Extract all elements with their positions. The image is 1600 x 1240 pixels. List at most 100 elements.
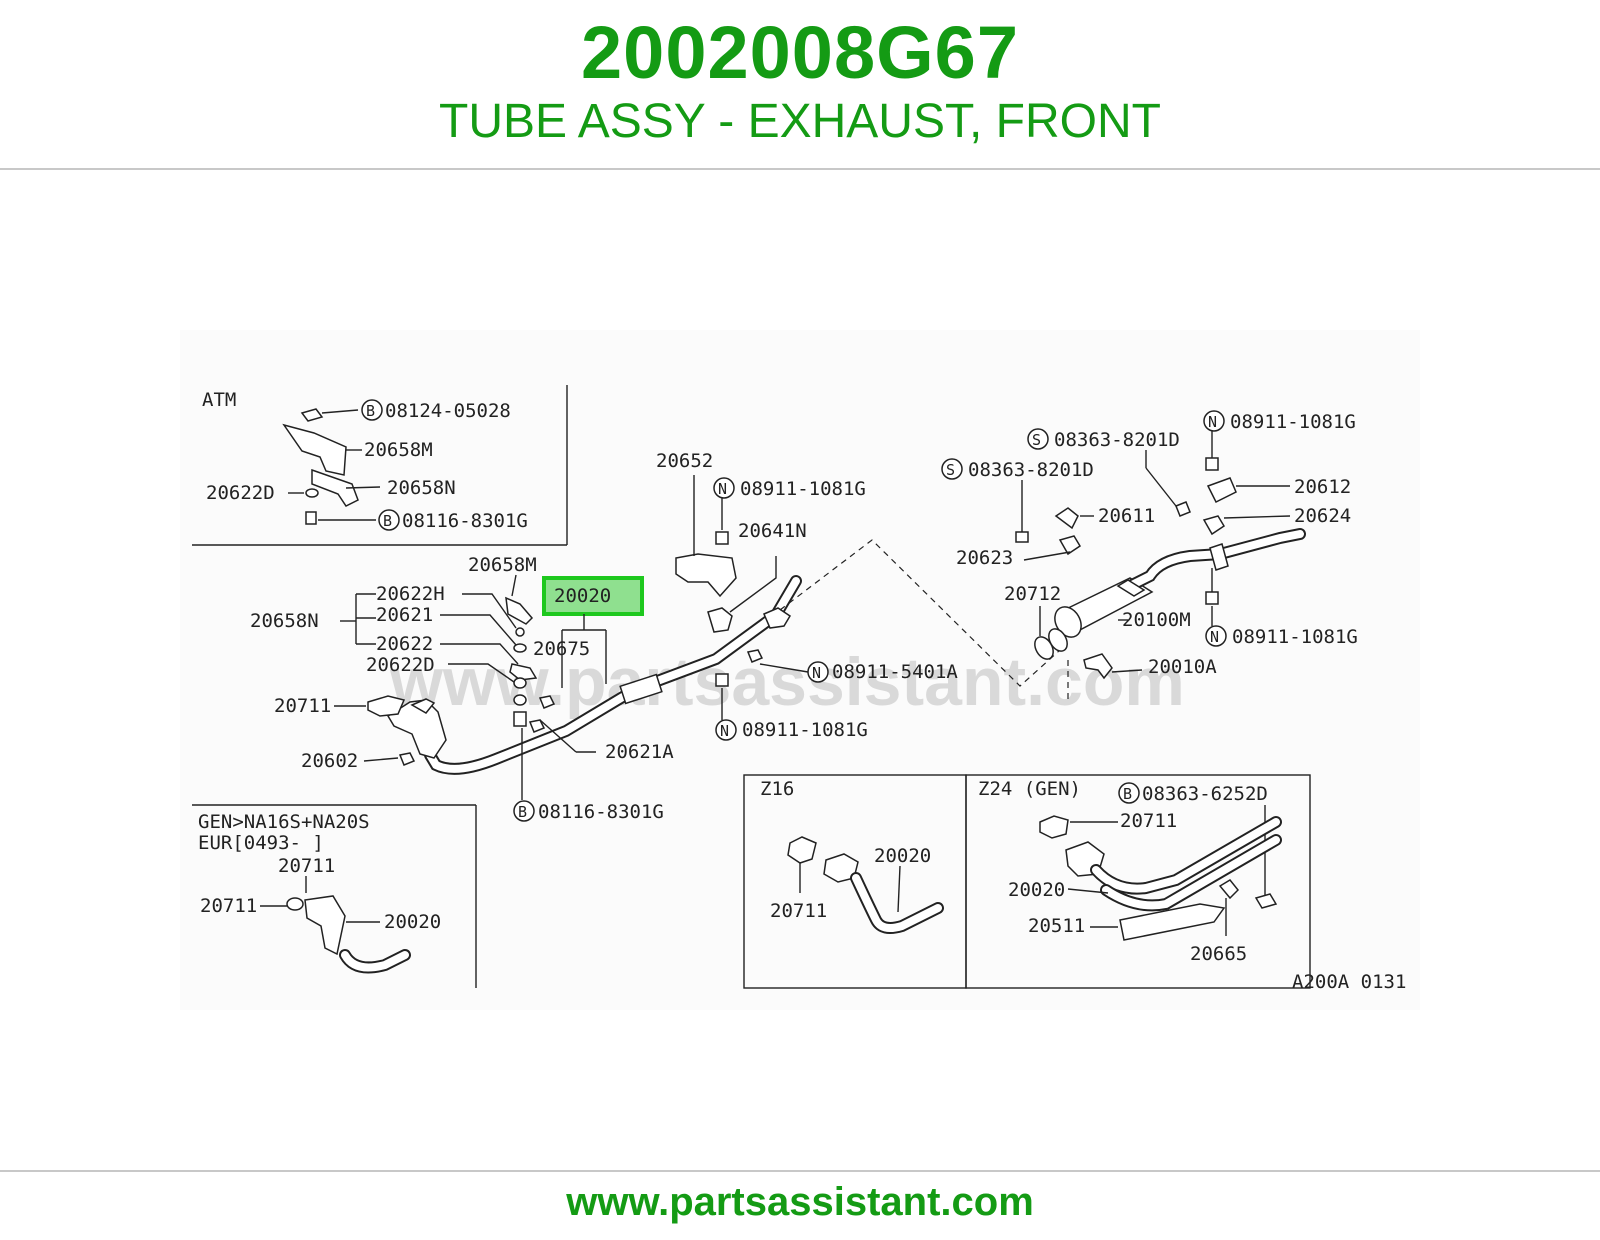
label-20652[interactable]: 20652 [656, 450, 713, 472]
bracket-20658n-shape [311, 468, 359, 507]
label-atm-20658m[interactable]: 20658M [364, 439, 433, 461]
label-atm-08124-05028[interactable]: 08124-05028 [385, 400, 511, 422]
label-z24-20511[interactable]: 20511 [1028, 915, 1085, 937]
diagram-watermark: www.partsassistant.com [389, 644, 1185, 720]
label-20658n[interactable]: 20658N [250, 610, 319, 632]
svg-text:N: N [718, 480, 727, 498]
label-20612[interactable]: 20612 [1294, 476, 1351, 498]
label-gen-20711-a[interactable]: 20711 [278, 855, 335, 877]
svg-text:S: S [1032, 431, 1041, 449]
label-z24-20020[interactable]: 20020 [1008, 879, 1065, 901]
label-atm-20658n[interactable]: 20658N [387, 477, 456, 499]
insulator-20641n-shape [707, 607, 733, 633]
header-divider [0, 168, 1600, 170]
bolt-symbol-icon [513, 800, 535, 822]
z16-title: Z16 [760, 778, 794, 800]
label-08911-1081g-d[interactable]: 08911-1081G [1232, 626, 1358, 648]
label-z16-20020[interactable]: 20020 [874, 845, 931, 867]
label-20623[interactable]: 20623 [956, 547, 1013, 569]
label-20611[interactable]: 20611 [1098, 505, 1155, 527]
label-20100m[interactable]: 20100M [1122, 609, 1191, 631]
gen-inset: GEN>NA16S+NA20S EUR[0493- ] 20711 20711 … [192, 804, 477, 988]
label-08911-1081g-c[interactable]: 08911-1081G [1230, 411, 1356, 433]
label-z24-08363-6252d[interactable]: 08363-6252D [1142, 783, 1268, 805]
z24-title: Z24 (GEN) [978, 778, 1081, 800]
nut-symbol-icon [1203, 410, 1225, 432]
label-08363-8201d-a[interactable]: 08363-8201D [1054, 429, 1180, 451]
gen-inset-title-line2: EUR[0493- ] [198, 832, 324, 854]
footer-divider [0, 1170, 1600, 1172]
svg-text:B: B [1123, 785, 1132, 803]
gasket-20711-shape [367, 695, 406, 717]
label-08363-8201d-b[interactable]: 08363-8201D [968, 459, 1094, 481]
svg-text:N: N [1208, 413, 1217, 431]
bracket-20658m-shape [282, 423, 347, 476]
nut-symbol-icon [807, 661, 829, 683]
label-20711[interactable]: 20711 [274, 695, 331, 717]
label-gen-20020[interactable]: 20020 [384, 911, 441, 933]
connection-dashed-line [779, 539, 1061, 687]
label-atm-20622d[interactable]: 20622D [206, 482, 275, 504]
z24-inset: Z24 (GEN) B 08363-6252D 20711 20020 2051… [965, 774, 1311, 989]
part-number: 2002008G67 [581, 11, 1019, 94]
label-z24-20665[interactable]: 20665 [1190, 943, 1247, 965]
gen-flange-shape [304, 895, 346, 956]
drawing-code: A200A 0131 [1292, 971, 1406, 993]
label-08911-1081g-b[interactable]: 08911-1081G [742, 719, 868, 741]
bolt-letter: B [366, 402, 375, 420]
label-20010a[interactable]: 20010A [1148, 656, 1217, 678]
highlighted-part-number[interactable]: 20020 [554, 585, 611, 607]
clamp-20010a-shape [1083, 653, 1113, 680]
nut-symbol-icon [715, 719, 737, 741]
bracket-20612-shape [1206, 477, 1237, 504]
atm-title: ATM [202, 389, 236, 411]
page-header: 2002008G67 TUBE ASSY - EXHAUST, FRONT [0, 0, 1600, 170]
z16-gasket-shape [787, 836, 817, 864]
label-gen-20711-b[interactable]: 20711 [200, 895, 257, 917]
rear-assembly: 20100M N 08911-1081G 20612 20624 N 08911… [941, 410, 1358, 680]
label-z16-20711[interactable]: 20711 [770, 900, 827, 922]
manifold-flange-shape [386, 699, 447, 759]
nut-symbol-icon [1205, 625, 1227, 647]
bolt-symbol-icon [1118, 782, 1140, 804]
label-20624[interactable]: 20624 [1294, 505, 1351, 527]
front-pipe-resonator-shape [619, 673, 663, 705]
z24-heat-shield-shape [1119, 903, 1226, 941]
bolt-symbol-icon [361, 399, 383, 421]
label-20658m[interactable]: 20658M [468, 554, 537, 576]
svg-text:N: N [1210, 628, 1219, 646]
atm-inset: ATM B 08124-05028 20658M 20658N 20622D B… [192, 385, 568, 546]
highlighted-part-box[interactable] [542, 576, 644, 616]
label-08911-5401a[interactable]: 08911-5401A [832, 661, 958, 683]
svg-text:N: N [720, 722, 729, 740]
nut-symbol-icon [713, 477, 735, 499]
bolt-symbol-icon [378, 509, 400, 531]
hanger-20652-shape [675, 553, 737, 598]
label-z24-20711[interactable]: 20711 [1120, 810, 1177, 832]
svg-text:S: S [946, 461, 955, 479]
label-08911-1081g-a[interactable]: 08911-1081G [740, 478, 866, 500]
label-20602[interactable]: 20602 [301, 750, 358, 772]
label-08116-8301g[interactable]: 08116-8301G [538, 801, 664, 823]
footer-url[interactable]: www.partsassistant.com [566, 1180, 1034, 1224]
special-bolt-symbol-icon [1027, 428, 1049, 450]
label-20712[interactable]: 20712 [1004, 583, 1061, 605]
label-20641n[interactable]: 20641N [738, 520, 807, 542]
part-name: TUBE ASSY - EXHAUST, FRONT [439, 95, 1161, 148]
label-atm-08116-8301g[interactable]: 08116-8301G [402, 510, 528, 532]
label-20675[interactable]: 20675 [533, 638, 590, 660]
label-20622h[interactable]: 20622H [376, 583, 445, 605]
z24-gasket-shape [1039, 815, 1069, 839]
gen-inset-title-line1: GEN>NA16S+NA20S [198, 811, 370, 833]
label-20621[interactable]: 20621 [376, 604, 433, 626]
svg-text:N: N [812, 664, 821, 682]
label-20622d[interactable]: 20622D [366, 654, 435, 676]
label-20622[interactable]: 20622 [376, 633, 433, 655]
z16-inset: Z16 20711 20020 [743, 774, 967, 989]
svg-text:B: B [383, 512, 392, 530]
label-20621a[interactable]: 20621A [605, 741, 674, 763]
main-assembly: 20711 20602 20658M 20658N 20622H 20621 2… [250, 450, 1069, 823]
bracket-20658m-shape [505, 596, 534, 625]
special-bolt-symbol-icon [941, 458, 963, 480]
